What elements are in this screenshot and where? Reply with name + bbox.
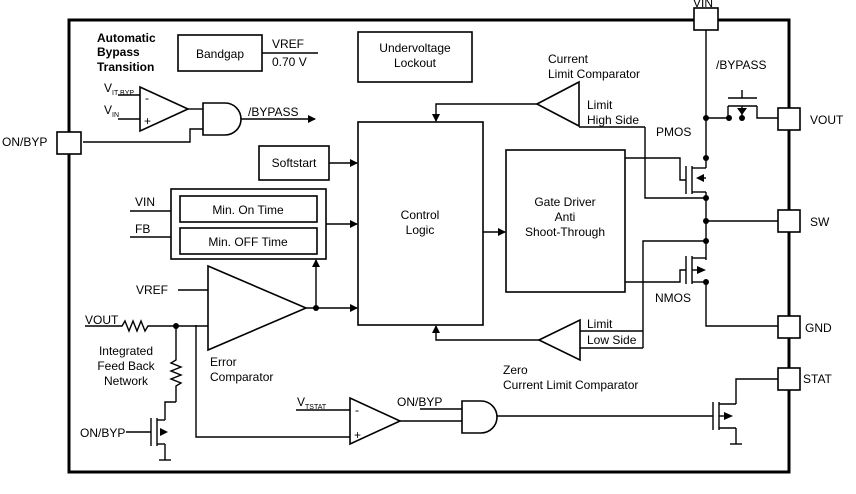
min-on-time-label: Min. On Time [212,203,284,217]
gnd-pin [777,315,801,339]
bypass-comparator: - + [139,85,190,133]
feedback-resistor-top [85,319,208,333]
vit-byp-label: VIT BYP [104,81,134,97]
stat-pin [777,367,801,391]
timer-block: Min. On Time Min. OFF Time [170,188,327,260]
uvlo-block: Undervoltage Lockout [357,31,473,83]
limit-high-label: Limit [587,98,613,112]
chip-boundary [67,18,791,474]
current-limit-label-2: Limit Comparator [548,67,640,81]
error-comparator [207,264,309,352]
zero-current-label-1: Zero [503,363,528,377]
title-line-2: Bypass [97,45,140,59]
control-logic-line-2: Logic [406,223,435,237]
comparator-plus-sign: + [144,114,151,128]
uvlo-line-1: Undervoltage [379,41,451,55]
uvlo-line-2: Lockout [394,56,437,70]
vref-out-label: VREF [272,37,304,51]
stat-and-gate [461,400,498,434]
on-byp-pin [56,131,82,155]
stat-comparator-minus: - [355,403,359,417]
min-off-time-label: Min. OFF Time [208,235,288,249]
vout-in-label: VOUT [85,313,119,327]
stat-pin-label: STAT [803,372,833,386]
sw-pin-label: SW [810,215,830,229]
current-limit-comparator [535,80,580,128]
gate-driver-line-3: Shoot-Through [525,225,605,239]
low-side-label: Low Side [587,333,637,347]
comparator-minus-sign: - [145,91,149,105]
on-byp-fet-label: ON/BYP [80,426,125,440]
limit-low-label: Limit [587,317,613,331]
bypass-gate-label: /BYPASS [716,58,766,72]
min-off-time-box [179,227,318,255]
high-side-pmos [685,166,707,260]
high-side-label: High Side [587,113,639,127]
stat-nmos [712,398,742,445]
gate-driver-block: Gate Driver Anti Shoot-Through [505,149,626,293]
min-on-time-box [179,195,318,223]
feedback-label-2: Feed Back [97,359,155,373]
vout-pin-label: VOUT [810,113,844,127]
feedback-resistor-bottom [169,326,183,402]
vin-pin [693,7,719,31]
sw-pin [777,209,801,233]
error-comp-label-2: Comparator [210,370,273,384]
bypass-pmos [706,90,778,121]
vref-value: 0.70 V [272,55,307,69]
feedback-nmos [150,410,171,461]
zero-current-label-2: Current Limit Comparator [503,378,638,392]
title-line-1: Automatic [97,31,156,45]
control-logic-line-1: Control [401,208,440,222]
gate-driver-line-1: Gate Driver [534,195,595,209]
control-logic-block: Control Logic [357,121,484,326]
on-byp-pin-label: ON/BYP [2,135,47,149]
pmos-label: PMOS [656,125,691,139]
bandgap-block: Bandgap [177,34,263,72]
softstart-label: Softstart [272,156,317,170]
vref-in-label: VREF [136,283,168,297]
feedback-label-1: Integrated [99,344,153,358]
title-line-3: Transition [97,60,154,74]
on-byp-gate-label: ON/BYP [397,395,442,409]
error-comp-label-1: Error [210,355,237,369]
nmos-label: NMOS [655,291,691,305]
gnd-pin-label: GND [805,321,832,335]
bypass-out-label: /BYPASS [248,105,298,119]
softstart-block: Softstart [258,145,330,181]
vin-comp-label: VIN [104,103,119,119]
stat-comparator-plus: + [354,428,361,442]
vout-pin [777,107,801,131]
gate-driver-line-2: Anti [555,210,576,224]
feedback-label-3: Network [104,374,149,388]
stat-comparator [349,396,402,446]
bandgap-label: Bandgap [196,47,244,61]
current-limit-label-1: Current [548,52,589,66]
vin-pin-label: VIN [693,0,713,10]
bypass-and-gate [202,102,242,136]
zero-current-comparator [537,318,581,362]
vin-timer-label: VIN [135,195,155,209]
vtstat-label: VTSTAT [297,395,327,411]
fb-label: FB [135,222,150,236]
low-side-nmos [685,256,778,327]
